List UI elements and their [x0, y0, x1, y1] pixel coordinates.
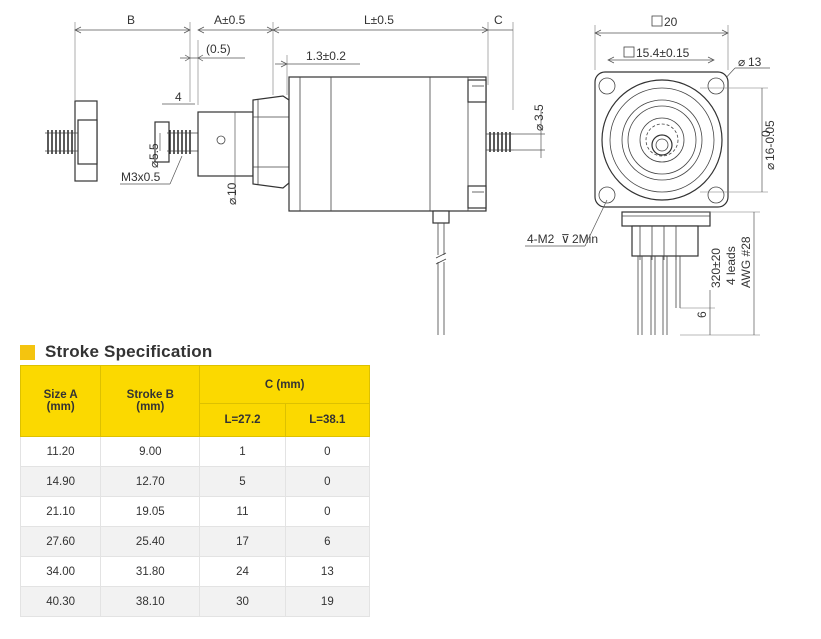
dim-13-label: 1.3±0.2 [306, 49, 346, 63]
dim-35-label: 3.5 [532, 104, 546, 121]
cell-size-a: 34.00 [19, 556, 102, 587]
stroke-spec-heading: Stroke Specification [20, 341, 212, 363]
dim-sq154-label: 15.4±0.15 [636, 46, 690, 60]
svg-text:⌀: ⌀ [225, 198, 239, 205]
cell-c-l38: 6 [284, 526, 371, 557]
cell-c-l27: 1 [199, 436, 286, 467]
cell-stroke-b: 9.00 [100, 436, 201, 467]
svg-text:⊽: ⊽ [561, 232, 570, 246]
cell-stroke-b: 38.10 [100, 586, 201, 617]
header-stroke-b: Stroke B (mm) [100, 365, 201, 437]
dim-d16-label: 16-0.05 [763, 120, 777, 161]
cell-c-l27: 5 [199, 466, 286, 497]
svg-text:⌀: ⌀ [147, 161, 161, 168]
cell-c-l27: 30 [199, 586, 286, 617]
cell-c-l27: 24 [199, 556, 286, 587]
dim-c-label: C [494, 13, 503, 27]
dim-d16-tol-label: 0 [759, 130, 773, 137]
header-size-a: Size A (mm) [19, 365, 102, 437]
dim-d10-label: 10 [225, 182, 239, 196]
cell-size-a: 21.10 [19, 496, 102, 527]
dim-6-label: 6 [695, 311, 709, 318]
stroke-spec-table: Size A (mm) Stroke B (mm) C (mm) L=27.2 … [19, 365, 371, 617]
lead-length-label: 320±20 [709, 248, 723, 288]
cell-c-l38: 13 [284, 556, 371, 587]
cell-c-l38: 0 [284, 436, 371, 467]
header-c-l38: L=38.1 [284, 403, 371, 437]
actuator-dimension-drawing: B A±0.5 L±0.5 C (0.5) 1.3±0.2 [45, 13, 777, 336]
cell-stroke-b: 19.05 [100, 496, 201, 527]
cell-stroke-b: 31.80 [100, 556, 201, 587]
svg-text:⌀: ⌀ [763, 163, 777, 170]
cell-c-l38: 0 [284, 466, 371, 497]
cell-size-a: 14.90 [19, 466, 102, 497]
svg-text:⌀: ⌀ [532, 124, 546, 131]
dim-55-label: 5.5 [147, 143, 161, 160]
dim-m2-label: 4-M2 [527, 232, 555, 246]
cell-stroke-b: 25.40 [100, 526, 201, 557]
lead-awg-label: AWG #28 [739, 236, 753, 288]
dim-sq20-label: 20 [664, 15, 678, 29]
cell-c-l27: 11 [199, 496, 286, 527]
section-title: Stroke Specification [45, 342, 213, 361]
cell-c-l38: 19 [284, 586, 371, 617]
dim-d13-label: 13 [748, 55, 762, 69]
cell-size-a: 27.60 [19, 526, 102, 557]
dim-m2-depth-label: 2Min [572, 232, 598, 246]
dim-05-label: (0.5) [206, 42, 231, 56]
cell-size-a: 40.30 [19, 586, 102, 617]
heading-marker [20, 344, 35, 360]
dim-l-label: L±0.5 [364, 13, 394, 27]
svg-text:⌀: ⌀ [738, 55, 745, 69]
front-view: 20 15.4±0.15 ⌀ 13 0 ⌀ 16-0.05 [525, 15, 777, 336]
header-c-group: C (mm) [199, 365, 370, 404]
cell-c-l38: 0 [284, 496, 371, 527]
lead-count-label: 4 leads [724, 246, 738, 285]
cell-c-l27: 17 [199, 526, 286, 557]
cell-stroke-b: 12.70 [100, 466, 201, 497]
cell-size-a: 11.20 [19, 436, 102, 467]
side-view: B A±0.5 L±0.5 C (0.5) 1.3±0.2 [45, 13, 546, 335]
dim-b-label: B [127, 13, 135, 27]
dim-4-label: 4 [175, 90, 182, 104]
dim-a-label: A±0.5 [214, 13, 246, 27]
dim-m3-label: M3x0.5 [121, 170, 161, 184]
header-c-l27: L=27.2 [199, 403, 286, 437]
